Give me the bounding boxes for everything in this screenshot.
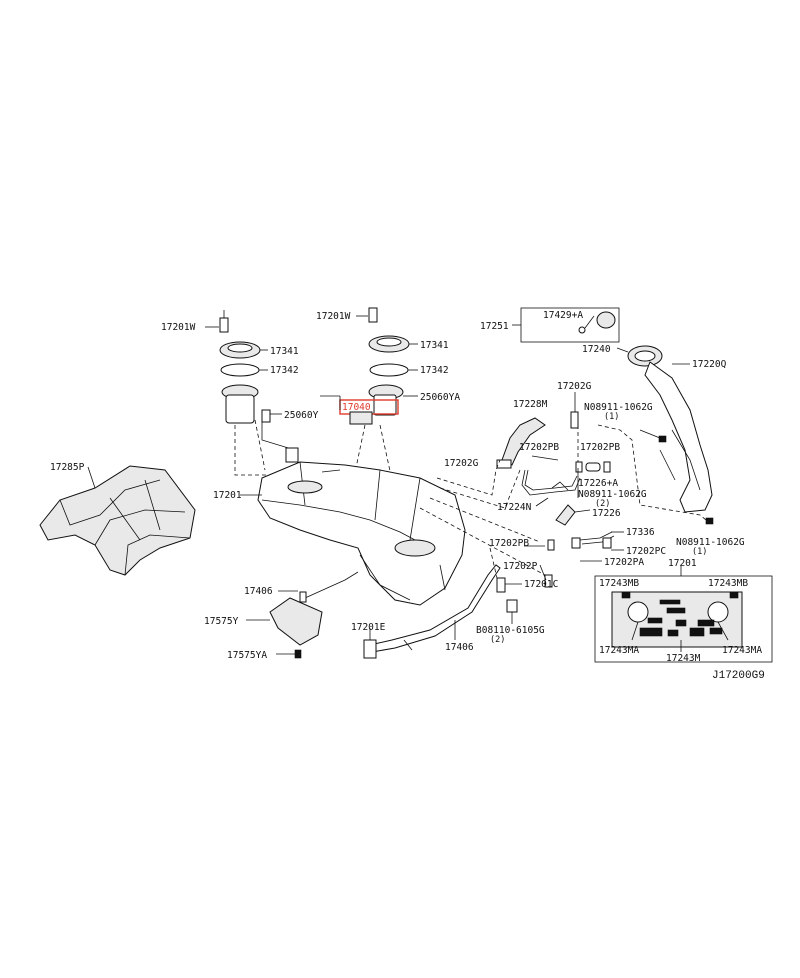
label-17040[interactable]: 17040 — [342, 402, 371, 413]
label-17202pb-b[interactable]: 17202PB — [580, 442, 620, 453]
label-17201c[interactable]: 17201C — [524, 579, 558, 590]
label-17243mb-right[interactable]: 17243MB — [708, 578, 748, 589]
clip-08911-bottom[interactable] — [705, 517, 714, 525]
clamp-17202g-mid[interactable] — [496, 459, 512, 469]
fuel-tank-strap-17406[interactable] — [369, 564, 501, 653]
label-17202p[interactable]: 17202P — [503, 561, 538, 572]
bolt-17201e[interactable] — [363, 639, 377, 659]
label-08911-1-qty: (1) — [604, 412, 619, 422]
clip-17575ya[interactable] — [294, 649, 302, 659]
inset-frame — [594, 575, 773, 663]
right-pump-assembly — [339, 307, 418, 541]
clip-08911-top[interactable] — [658, 435, 667, 443]
label-17201-inset[interactable]: 17201 — [668, 558, 697, 569]
label-17201w-right[interactable]: 17201W — [316, 311, 351, 322]
hose-17228m[interactable] — [501, 417, 546, 466]
label-17240[interactable]: 17240 — [582, 344, 611, 355]
label-08911-3-qty: (1) — [692, 547, 707, 557]
label-17228m[interactable]: 17228M — [513, 399, 548, 410]
hose-17226[interactable] — [555, 504, 576, 526]
label-17243mb-left[interactable]: 17243MB — [599, 578, 639, 589]
sender-connector-25060y[interactable] — [261, 409, 271, 423]
label-17342-left[interactable]: 17342 — [270, 365, 299, 376]
label-17429a[interactable]: 17429+A — [543, 310, 583, 321]
label-17243ma-right[interactable]: 17243MA — [722, 645, 762, 656]
label-17575ya[interactable]: 17575YA — [227, 650, 267, 661]
lower-mounting — [246, 547, 522, 659]
label-17224n[interactable]: 17224N — [497, 502, 532, 513]
filler-cap-17429a[interactable] — [596, 311, 616, 329]
label-17342-right[interactable]: 17342 — [420, 365, 449, 376]
bolt-17201w-right[interactable] — [368, 307, 378, 323]
bolt-08110[interactable] — [506, 599, 518, 613]
left-pump-assembly — [205, 310, 299, 476]
label-17201-tank[interactable]: 17201 — [213, 490, 242, 501]
diagram-reference-code: J17200G9 — [712, 670, 765, 682]
label-25060ya[interactable]: 25060YA — [420, 392, 460, 403]
label-08911-1[interactable]: N08911-1062G — [584, 402, 653, 413]
label-08911-2-qty: (2) — [595, 499, 610, 509]
label-17202g-mid[interactable]: 17202G — [444, 458, 479, 469]
label-17202pb-c[interactable]: 17202PB — [489, 538, 529, 549]
bolt-17201c[interactable] — [496, 577, 506, 593]
label-17226a[interactable]: 17226+A — [578, 478, 618, 489]
label-17243m[interactable]: 17243M — [666, 653, 701, 664]
label-17406-left[interactable]: 17406 — [244, 586, 273, 597]
label-17202pb-a[interactable]: 17202PB — [519, 442, 559, 453]
label-08911-3[interactable]: N08911-1062G — [676, 537, 745, 548]
label-17201w-left[interactable]: 17201W — [161, 322, 196, 333]
clip-17243mb-right[interactable] — [729, 591, 739, 599]
label-17226[interactable]: 17226 — [592, 508, 621, 519]
bolt-17201w-left[interactable] — [219, 317, 229, 333]
fuel-pump-module-17040[interactable] — [349, 411, 373, 425]
label-17201e[interactable]: 17201E — [351, 622, 386, 633]
grommet-17243ma-left[interactable] — [627, 601, 649, 623]
hose-17226a[interactable] — [585, 462, 601, 472]
label-08110-qty: (2) — [490, 635, 505, 645]
part-labels: 17201W 17341 17342 25060Y 17285P 17201 1… — [50, 310, 765, 682]
label-17341-right[interactable]: 17341 — [420, 340, 449, 351]
leader-lines — [320, 395, 624, 581]
grommet-17243ma-right[interactable] — [707, 601, 729, 623]
label-25060y[interactable]: 25060Y — [284, 410, 319, 421]
label-17220q[interactable]: 17220Q — [692, 359, 727, 370]
tank-protector-17285p[interactable] — [39, 465, 196, 576]
evap-hoses — [419, 392, 707, 588]
gasket-17342-left[interactable] — [220, 363, 260, 377]
filler-tube-17220q[interactable] — [644, 361, 713, 513]
label-17202pa[interactable]: 17202PA — [604, 557, 644, 568]
fuel-tank-17201[interactable] — [240, 461, 466, 606]
label-17202g-top[interactable]: 17202G — [557, 381, 592, 392]
bracket-17575y[interactable] — [269, 597, 323, 646]
clip-17243mb-left[interactable] — [621, 591, 631, 599]
label-17336[interactable]: 17336 — [626, 527, 655, 538]
gasket-17342-right[interactable] — [369, 363, 409, 377]
label-17341-left[interactable]: 17341 — [270, 346, 299, 357]
label-17202pc[interactable]: 17202PC — [626, 546, 666, 557]
heat-shield-inset — [594, 566, 773, 663]
label-17243ma-left[interactable]: 17243MA — [599, 645, 639, 656]
label-17285p[interactable]: 17285P — [50, 462, 85, 473]
label-08110[interactable]: B08110-6105G — [476, 625, 545, 636]
filler-neck-assembly — [512, 307, 714, 525]
label-17575y[interactable]: 17575Y — [204, 616, 239, 627]
label-17251[interactable]: 17251 — [480, 321, 509, 332]
label-17406-bottom[interactable]: 17406 — [445, 642, 474, 653]
label-08911-2[interactable]: N08911-1062G — [578, 489, 647, 500]
clamp-17202g-top[interactable] — [570, 411, 579, 429]
